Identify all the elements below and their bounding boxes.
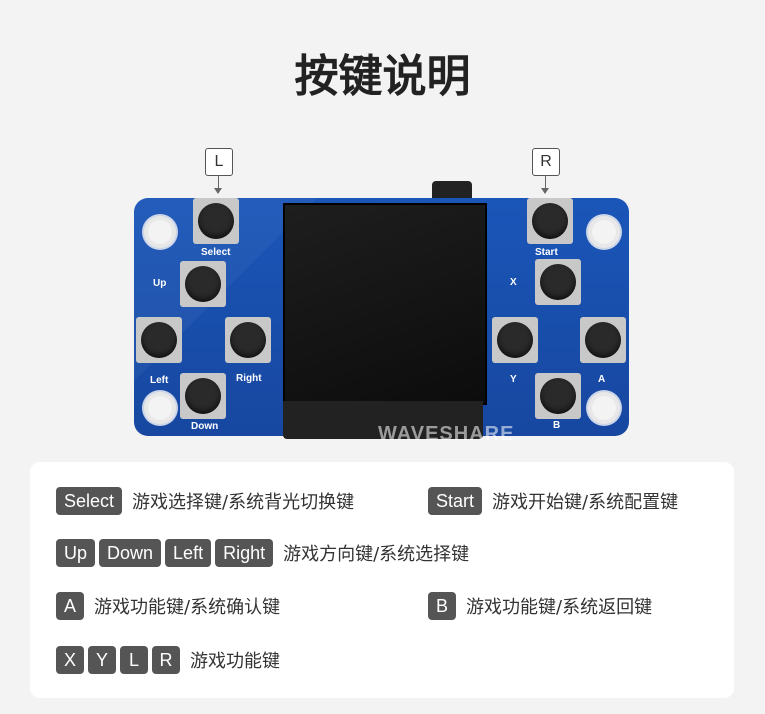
legend-row-a: A 游戏功能键/系统确认键 <box>56 592 280 620</box>
down-button[interactable] <box>180 373 226 419</box>
key-badge: Select <box>56 487 123 515</box>
mount-hole-icon <box>148 396 172 420</box>
b-label: B <box>553 420 561 431</box>
down-label: Down <box>191 421 219 432</box>
legend-row-b: B 游戏功能键/系统返回键 <box>428 592 652 620</box>
callout-r-line <box>545 175 546 189</box>
start-label: Start <box>535 247 558 258</box>
legend-card: Select 游戏选择键/系统背光切换键 Start 游戏开始键/系统配置键 U… <box>30 462 734 698</box>
key-badge: X <box>56 646 84 674</box>
legend-row-direction: Up Down Left Right 游戏方向键/系统选择键 <box>56 539 469 567</box>
brand-watermark: WAVESHARE <box>378 423 515 445</box>
key-badge: R <box>152 646 180 674</box>
legend-row-select: Select 游戏选择键/系统背光切换键 <box>56 487 354 515</box>
callout-r: R <box>532 148 560 176</box>
legend-desc: 游戏开始键/系统配置键 <box>492 492 679 513</box>
legend-desc: 游戏功能键/系统返回键 <box>466 597 653 618</box>
left-label: Left <box>150 375 169 386</box>
mount-hole-icon <box>592 396 616 420</box>
key-badge: Up <box>56 539 96 567</box>
select-l-button[interactable] <box>193 198 239 244</box>
audio-jack <box>432 181 472 201</box>
y-label: Y <box>510 374 517 385</box>
right-button[interactable] <box>225 317 271 363</box>
right-label: Right <box>236 373 262 384</box>
key-badge: Start <box>428 487 483 515</box>
legend-desc: 游戏选择键/系统背光切换键 <box>132 492 355 513</box>
legend-desc: 游戏功能键/系统确认键 <box>94 597 281 618</box>
legend-row-start: Start 游戏开始键/系统配置键 <box>428 487 678 515</box>
callout-l-arrow-icon <box>214 188 222 194</box>
legend-desc: 游戏方向键/系统选择键 <box>283 544 470 565</box>
key-badge: Right <box>215 539 274 567</box>
callout-l: L <box>205 148 233 176</box>
key-badge: Y <box>88 646 116 674</box>
mount-hole-icon <box>592 220 616 244</box>
x-button[interactable] <box>535 259 581 305</box>
a-button[interactable] <box>580 317 626 363</box>
y-button[interactable] <box>492 317 538 363</box>
start-r-button[interactable] <box>527 198 573 244</box>
mount-hole-icon <box>148 220 172 244</box>
callout-r-arrow-icon <box>541 188 549 194</box>
left-button[interactable] <box>136 317 182 363</box>
legend-desc: 游戏功能键 <box>190 651 280 672</box>
page-title: 按键说明 <box>294 51 471 102</box>
legend-row-function: X Y L R 游戏功能键 <box>56 646 280 674</box>
key-badge: L <box>120 646 148 674</box>
up-button[interactable] <box>180 261 226 307</box>
key-badge: Left <box>165 539 212 567</box>
x-label: X <box>510 277 517 288</box>
key-badge: B <box>428 592 456 620</box>
select-label: Select <box>201 247 231 258</box>
a-label: A <box>598 374 606 385</box>
up-label: Up <box>153 278 167 289</box>
lcd-screen <box>283 203 487 405</box>
screen-flex-cable <box>283 401 483 439</box>
key-badge: A <box>56 592 84 620</box>
key-badge: Down <box>99 539 162 567</box>
callout-l-line <box>218 175 219 189</box>
b-button[interactable] <box>535 373 581 419</box>
